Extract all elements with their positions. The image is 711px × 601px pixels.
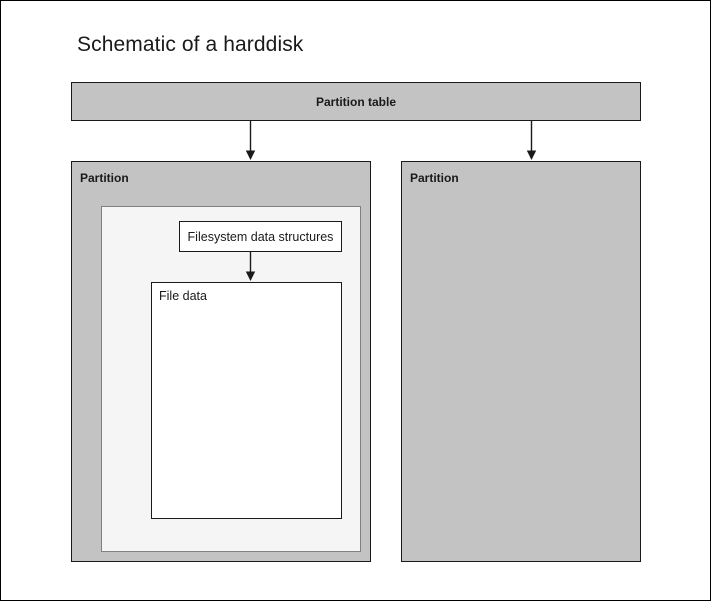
arrow-filesystem-to-file-data [244, 252, 257, 283]
node-file-data[interactable]: File data [151, 282, 342, 519]
node-filesystem-data-structures[interactable]: Filesystem data structures [179, 221, 342, 252]
partition-right-label: Partition [410, 171, 459, 185]
page-title: Schematic of a harddisk [77, 33, 304, 56]
node-partition-right[interactable]: Partition [401, 161, 641, 562]
filesystem-data-structures-label: Filesystem data structures [187, 229, 334, 244]
node-partition-table[interactable]: Partition table [71, 82, 641, 121]
partition-table-label: Partition table [315, 94, 396, 109]
arrow-partition-table-to-partition-right [525, 121, 538, 162]
arrow-partition-table-to-partition-left [244, 121, 257, 162]
partition-left-label: Partition [80, 171, 129, 185]
file-data-label: File data [159, 289, 207, 303]
